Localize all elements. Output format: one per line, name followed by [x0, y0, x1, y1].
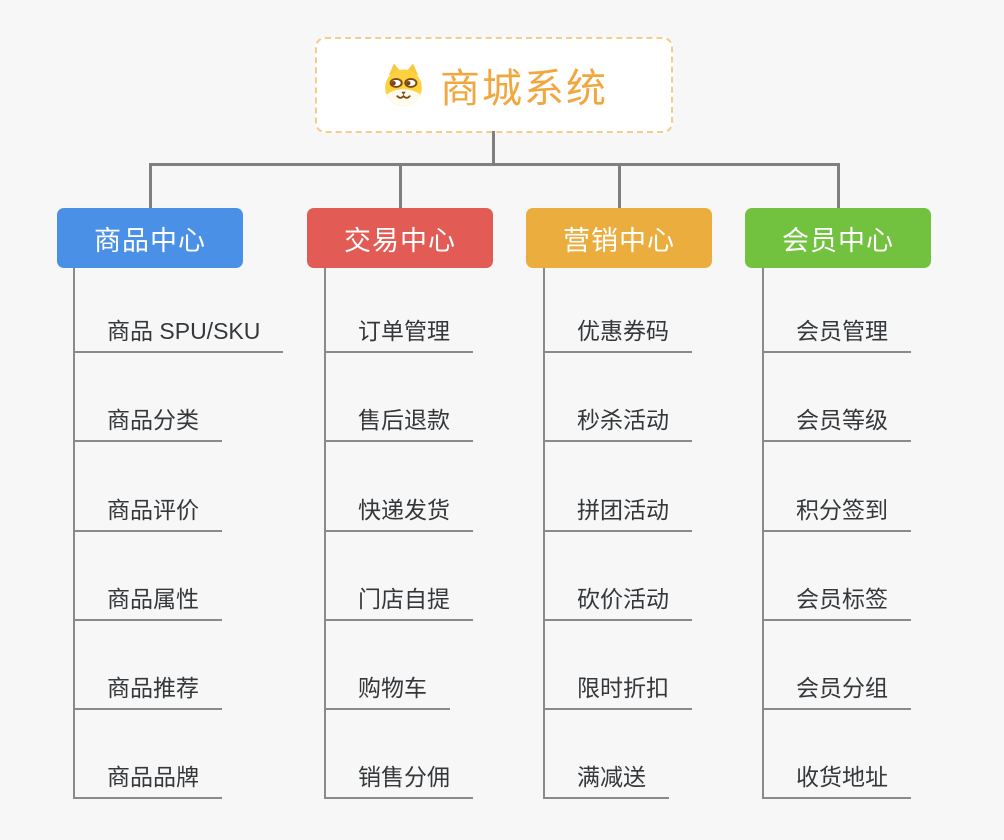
- branch-node[interactable]: 会员中心: [745, 208, 931, 268]
- child-node[interactable]: 售后退款: [324, 405, 473, 442]
- child-node[interactable]: 商品评价: [73, 495, 222, 532]
- branch-horizontal-line: [148, 163, 840, 166]
- branch-node[interactable]: 营销中心: [526, 208, 712, 268]
- child-node[interactable]: 商品品牌: [73, 762, 222, 799]
- child-node[interactable]: 收货地址: [762, 762, 911, 799]
- branch-drop-line: [148, 163, 152, 209]
- child-node[interactable]: 销售分佣: [324, 762, 473, 799]
- child-node[interactable]: 满减送: [543, 762, 669, 799]
- child-node[interactable]: 商品 SPU/SKU: [73, 316, 284, 353]
- child-node[interactable]: 购物车: [324, 673, 450, 710]
- branch-trunk-line: [543, 268, 545, 799]
- branch-trunk-line: [762, 268, 764, 799]
- branch-node[interactable]: 商品中心: [57, 208, 243, 268]
- child-node[interactable]: 拼团活动: [543, 495, 692, 532]
- root-node[interactable]: 商城系统: [315, 37, 673, 133]
- branch-drop-line: [836, 163, 840, 209]
- branch-trunk-line: [324, 268, 326, 799]
- branch-node[interactable]: 交易中心: [307, 208, 493, 268]
- child-node[interactable]: 门店自提: [324, 584, 473, 621]
- child-node[interactable]: 秒杀活动: [543, 405, 692, 442]
- root-stem-line: [492, 131, 495, 165]
- child-node[interactable]: 会员分组: [762, 673, 911, 710]
- child-node[interactable]: 限时折扣: [543, 673, 692, 710]
- child-node[interactable]: 快递发货: [324, 495, 473, 532]
- child-node[interactable]: 商品分类: [73, 405, 222, 442]
- child-node[interactable]: 会员等级: [762, 405, 911, 442]
- dog-face-icon: [380, 62, 427, 109]
- branch-drop-line: [398, 163, 402, 209]
- root-title: 商城系统: [440, 67, 608, 111]
- branch-drop-line: [617, 163, 621, 209]
- child-node[interactable]: 砍价活动: [543, 584, 692, 621]
- child-node[interactable]: 积分签到: [762, 495, 911, 532]
- child-node[interactable]: 会员管理: [762, 316, 911, 353]
- child-node[interactable]: 商品属性: [73, 584, 222, 621]
- child-node[interactable]: 商品推荐: [73, 673, 222, 710]
- child-node[interactable]: 优惠券码: [543, 316, 692, 353]
- child-node[interactable]: 会员标签: [762, 584, 911, 621]
- child-node[interactable]: 订单管理: [324, 316, 473, 353]
- branch-trunk-line: [73, 268, 75, 799]
